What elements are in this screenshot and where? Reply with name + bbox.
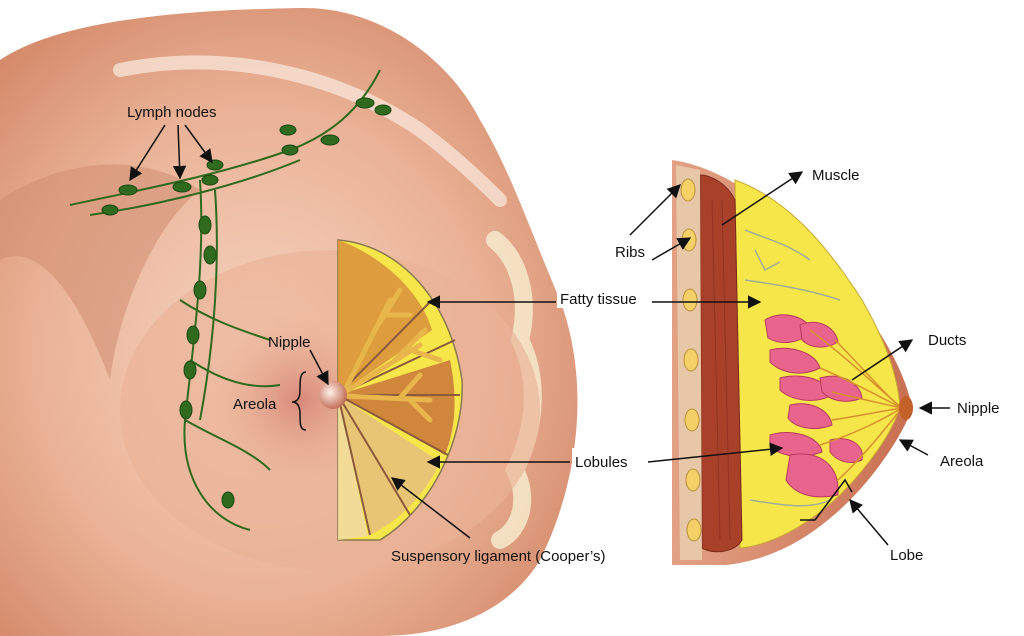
chest-muscle: [699, 174, 743, 553]
labels: Lymph nodes Nipple Areola Fatty tissue L…: [127, 104, 1000, 565]
label-ribs: Ribs: [615, 244, 645, 261]
label-areola-front: Areola: [233, 396, 277, 413]
rib-segments: [680, 178, 702, 542]
lymph-node-cluster: [101, 97, 392, 509]
lobe-bracket: [800, 478, 853, 521]
label-suspensory-ligament: Suspensory ligament (Cooper’s): [391, 548, 606, 565]
side-view-illustration: [672, 160, 913, 565]
label-arrows: [129, 124, 950, 546]
label-nipple-side: Nipple: [957, 400, 1000, 417]
label-ducts: Ducts: [928, 332, 966, 349]
label-nipple-front: Nipple: [268, 334, 311, 351]
label-muscle: Muscle: [812, 167, 860, 184]
label-lymph-nodes: Lymph nodes: [127, 104, 217, 121]
label-lobules: Lobules: [575, 454, 628, 471]
armpit-shadow: [0, 164, 200, 380]
label-fatty-tissue: Fatty tissue: [560, 291, 637, 308]
label-areola-side: Areola: [940, 453, 984, 470]
nipple-front: [319, 381, 347, 409]
label-lobe: Lobe: [890, 547, 923, 564]
front-view-illustration: [0, 7, 578, 636]
nipple-side: [899, 396, 913, 420]
cutaway-section: [337, 239, 463, 541]
